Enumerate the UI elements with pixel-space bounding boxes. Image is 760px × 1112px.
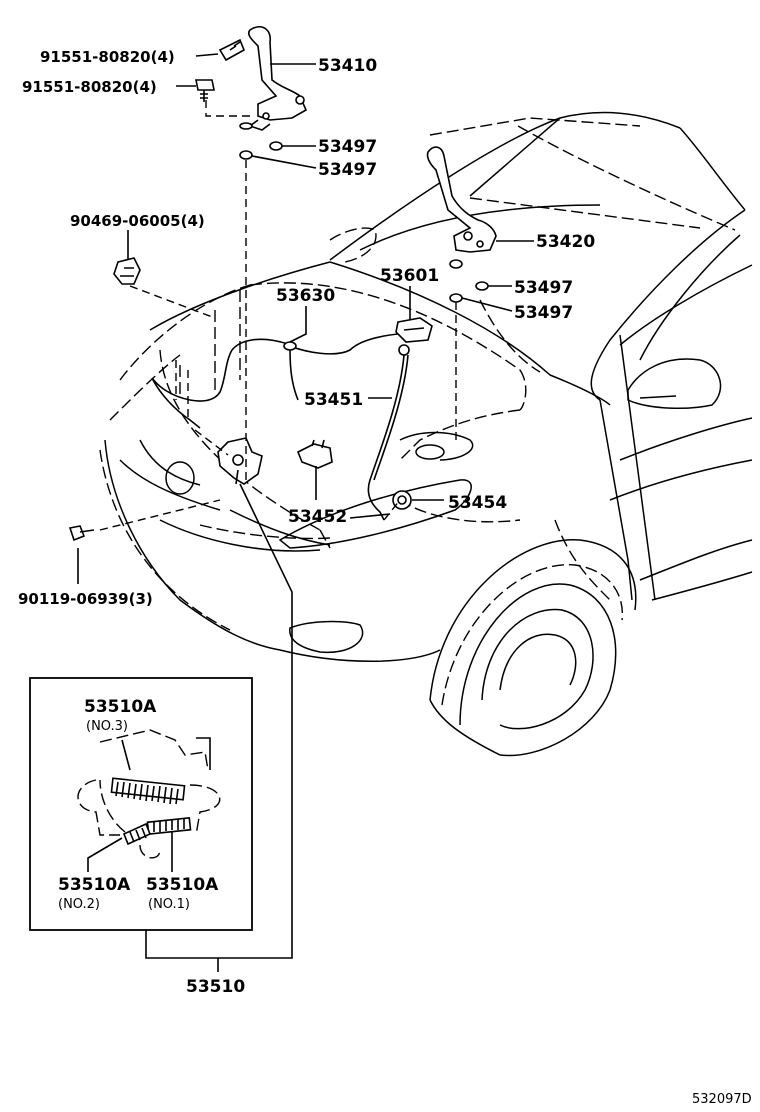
rod-holder (392, 490, 412, 510)
label-hinge-right: 53420 (536, 232, 595, 252)
label-bolt-lock: 90119-06939(3) (18, 590, 153, 608)
lock-bracket (296, 439, 333, 469)
cable-clip (113, 257, 141, 285)
label-cushion-3: 53497 (514, 278, 573, 298)
cushion-washer-4 (449, 259, 463, 269)
hood-lock-assembly (217, 437, 263, 485)
release-cable (151, 333, 399, 429)
cushion-washer-5 (475, 281, 489, 291)
cushion-washer-2 (269, 141, 283, 151)
leader-lines (77, 53, 534, 972)
spring-no2 (122, 822, 152, 846)
label-bolt-hinge-2: 91551-80820(4) (22, 78, 157, 96)
hood-hinge-right (426, 146, 497, 253)
lock-detail-drawing (77, 729, 221, 859)
label-lock-detail-right: 53510A (146, 875, 219, 895)
hinge-bolt-upper (218, 38, 246, 62)
lock-bolt (68, 525, 95, 542)
label-lock-detail-top-sub: (NO.3) (86, 719, 128, 734)
assembly-guide-lines (99, 100, 457, 531)
spring-no1 (146, 816, 192, 836)
label-lock-bracket: 53452 (288, 507, 347, 527)
label-lock-detail-right-sub: (NO.1) (148, 897, 190, 912)
hood-support-rod (367, 344, 410, 521)
label-bolt-hinge-1: 91551-80820(4) (40, 48, 175, 66)
label-cable: 53630 (276, 286, 335, 306)
label-hinge-left: 53410 (318, 56, 377, 76)
cushion-washer-1 (239, 122, 253, 130)
car-body-outline (99, 111, 753, 757)
spring-no3 (110, 777, 186, 805)
cushion-washer-3 (239, 150, 253, 160)
label-support-rod: 53451 (304, 390, 363, 410)
hood-release-lever (395, 317, 433, 343)
label-lock-detail-top: 53510A (84, 697, 157, 717)
label-lock-detail-left-sub: (NO.2) (58, 897, 100, 912)
label-cushion-4: 53497 (514, 303, 573, 323)
part-labels: 91551-80820(4) 91551-80820(4) 53410 5349… (18, 48, 752, 1107)
label-cushion-1: 53497 (318, 137, 377, 157)
label-cushion-2: 53497 (318, 160, 377, 180)
hood-hinge-left (247, 26, 308, 131)
label-clip: 90469-06005(4) (70, 212, 205, 230)
cushion-washer-6 (449, 293, 463, 303)
label-diagram-code: 532097D (692, 1092, 752, 1107)
label-rod-holder: 53454 (448, 493, 507, 513)
label-lever: 53601 (380, 266, 439, 286)
detail-box (29, 677, 253, 931)
hinge-bolt-lower (195, 79, 215, 102)
label-lock-assembly: 53510 (186, 977, 245, 997)
label-lock-detail-left: 53510A (58, 875, 131, 895)
